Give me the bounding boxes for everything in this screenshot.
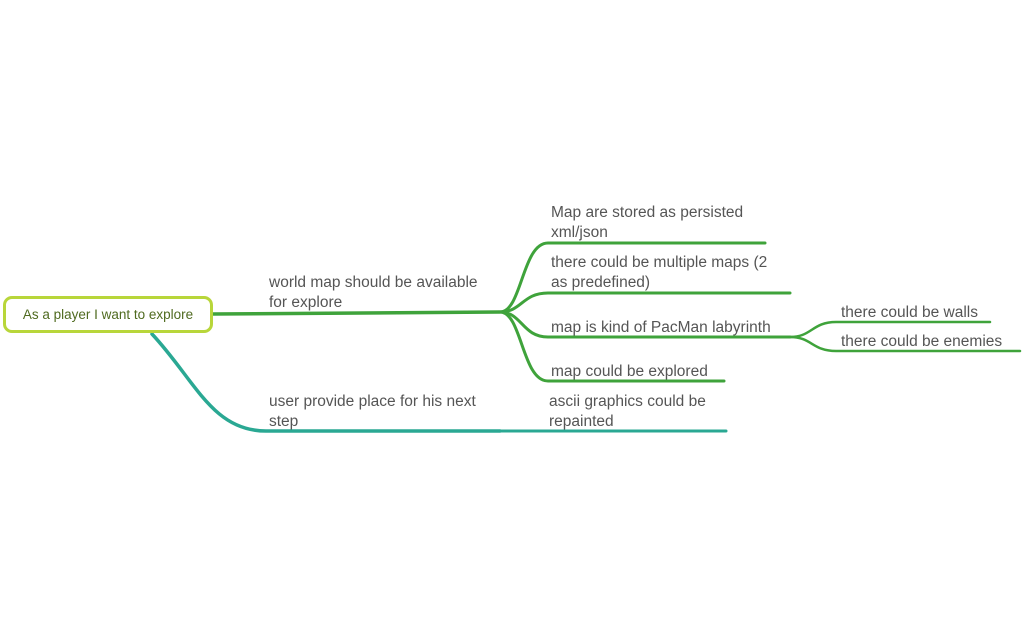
topic-pacman-labyrinth-label: map is kind of PacMan labyrinth [551, 319, 771, 336]
connector-world-map-explored [498, 310, 726, 383]
topic-map-explored[interactable]: map could be explored [551, 362, 731, 382]
topic-pacman-labyrinth[interactable]: map is kind of PacMan labyrinth [551, 318, 791, 338]
topic-user-step[interactable]: user provide place for his next step [269, 392, 494, 431]
connector-world-map-multiple [498, 291, 792, 314]
topic-map-explored-label: map could be explored [551, 363, 708, 380]
connector-root-user-step [150, 332, 502, 433]
topic-multiple-maps[interactable]: there could be multiple maps (2 as prede… [551, 253, 787, 292]
central-topic[interactable]: As a player I want to explore [3, 296, 213, 333]
connector-root-world-map [211, 310, 502, 316]
central-topic-label: As a player I want to explore [22, 307, 194, 322]
topic-map-stored[interactable]: Map are stored as persisted xml/json [551, 203, 763, 242]
topic-walls-label: there could be walls [841, 304, 978, 321]
topic-user-step-label: user provide place for his next step [269, 393, 476, 430]
topic-enemies-label: there could be enemies [841, 333, 1003, 350]
topic-map-stored-label: Map are stored as persisted xml/json [551, 204, 744, 241]
topic-multiple-maps-label: there could be multiple maps (2 as prede… [551, 254, 768, 291]
topic-ascii-graphics-label: ascii graphics could be repainted [549, 393, 706, 430]
topic-enemies[interactable]: there could be enemies [841, 332, 1021, 352]
topic-world-map[interactable]: world map should be available for explor… [269, 273, 497, 312]
topic-walls[interactable]: there could be walls [841, 303, 1001, 323]
connector-pacman-enemies [788, 335, 1022, 353]
topic-ascii-graphics[interactable]: ascii graphics could be repainted [549, 392, 727, 431]
connector-world-map-stored [498, 241, 767, 314]
topic-world-map-label: world map should be available for explor… [269, 274, 478, 311]
